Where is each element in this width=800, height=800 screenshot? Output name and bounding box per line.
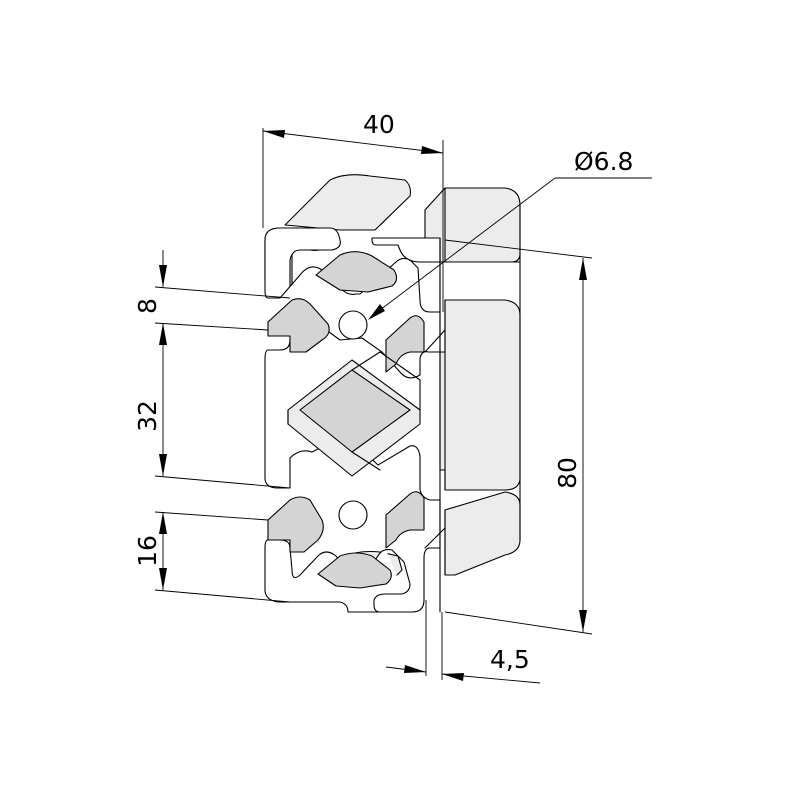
slot-right-lower bbox=[385, 491, 425, 549]
dimension-slot-opening-label: 8 bbox=[133, 298, 162, 314]
profile-top-channel bbox=[284, 174, 411, 231]
dimension-wall-label: 4,5 bbox=[490, 645, 530, 674]
profile-right-depth-upper bbox=[439, 299, 521, 491]
profile-front-face bbox=[264, 227, 341, 299]
dimension-width: 40 bbox=[262, 110, 444, 312]
profile-right-depth-lower bbox=[444, 491, 521, 576]
slot-right-upper bbox=[385, 315, 425, 373]
dimension-height: 80 bbox=[444, 239, 593, 635]
aluminium-profile bbox=[264, 174, 521, 613]
slot-left-upper bbox=[267, 298, 330, 353]
slot-left-lower bbox=[267, 496, 324, 553]
center-cavity-depth bbox=[287, 351, 421, 471]
dimension-edge-distance: 16 bbox=[133, 511, 291, 603]
dimension-slot-pitch-label: 32 bbox=[133, 400, 162, 432]
slot-top bbox=[315, 251, 398, 293]
core-bore-upper bbox=[338, 310, 368, 340]
dimension-bore-label: Ø6.8 bbox=[574, 147, 633, 176]
dimension-width-label: 40 bbox=[363, 110, 395, 139]
core-bore-lower bbox=[338, 500, 368, 530]
slot-bottom bbox=[317, 552, 392, 589]
dimension-slot-pitch: 32 bbox=[133, 323, 291, 489]
dimension-edge-distance-label: 16 bbox=[133, 535, 162, 567]
profile-right-edges bbox=[424, 187, 521, 613]
dimension-slot-opening: 8 bbox=[133, 250, 291, 345]
dimension-bore: Ø6.8 bbox=[368, 147, 652, 320]
dimension-height-label: 80 bbox=[553, 457, 582, 489]
dimension-wall: 4,5 bbox=[385, 600, 541, 684]
center-cavity-inner bbox=[299, 369, 411, 453]
